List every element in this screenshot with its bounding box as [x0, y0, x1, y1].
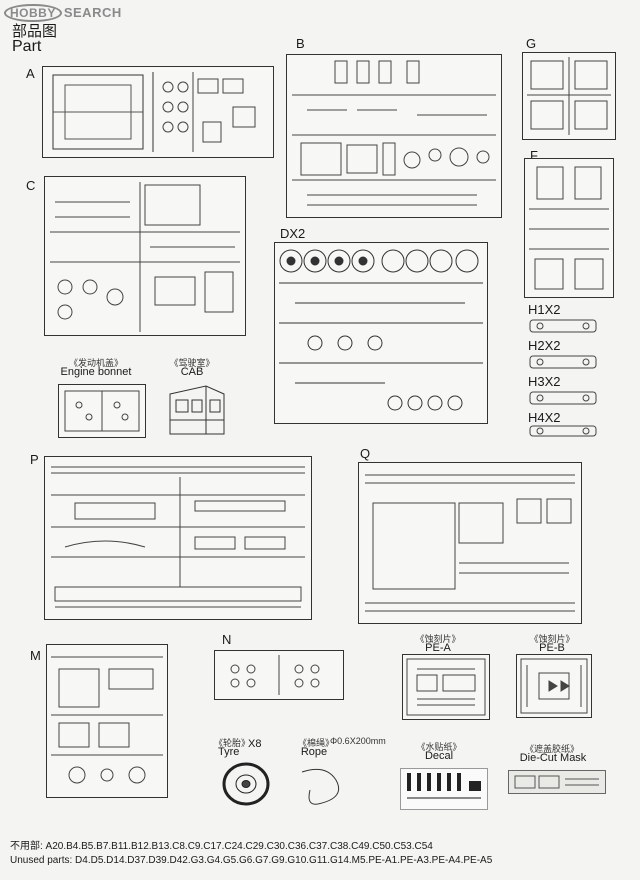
- sprue-label-a: A: [26, 66, 35, 81]
- sprue-label-q: Q: [360, 446, 371, 461]
- sprue-label-n: N: [222, 632, 232, 647]
- part-label-h2: H2X2: [528, 338, 561, 353]
- decal-en: Decal: [424, 750, 454, 762]
- sprue-q-parts: [365, 474, 575, 612]
- tyre-qty: X8: [248, 738, 262, 750]
- part-label-h1: H1X2: [528, 302, 561, 317]
- h-parts-drawings: [529, 319, 597, 437]
- rope-drawing: [301, 768, 340, 805]
- cab-cn: 《驾驶室》: [169, 358, 215, 368]
- mask-sheet: [508, 770, 606, 794]
- pe-a-cn: 《蚀刻片》: [415, 634, 461, 644]
- sprue-d-parts: [279, 249, 483, 411]
- pe-a-fret: [402, 654, 490, 720]
- sprue-label-c: C: [26, 178, 36, 193]
- sprue-label-g: G: [526, 36, 537, 51]
- engine-bonnet-en: Engine bonnet: [60, 366, 132, 378]
- sprue-p: [44, 456, 312, 620]
- sprue-f: [524, 158, 614, 298]
- rope-en: Rope: [300, 746, 328, 758]
- sprue-g-parts: [527, 57, 611, 135]
- sprue-g: [522, 52, 616, 140]
- sprue-label-b: B: [296, 36, 305, 51]
- part-label-h4: H4X2: [528, 410, 561, 425]
- tyre-drawing: [222, 762, 270, 806]
- tyre-cn: 《轮胎》: [213, 738, 250, 748]
- pe-b-drawing: [520, 658, 588, 714]
- pe-b-cn: 《蚀刻片》: [529, 634, 575, 644]
- page-title-en: Part: [12, 38, 42, 55]
- rope-spec: Φ0.6X200mm: [330, 736, 386, 746]
- mask-drawing: [514, 775, 599, 789]
- engine-bonnet-cn: 《发动机盖》: [68, 358, 123, 368]
- pe-b-fret: [516, 654, 592, 718]
- sprue-q: [358, 462, 582, 624]
- pe-a-drawing: [406, 658, 486, 716]
- decal-sheet: [400, 768, 488, 810]
- sprue-f-parts: [529, 166, 609, 290]
- sprue-label-p: P: [30, 452, 39, 467]
- sprue-label-f: F: [530, 148, 538, 163]
- mask-en: Die-Cut Mask: [519, 752, 587, 764]
- page-title-cn: 部品图: [12, 23, 58, 40]
- decal-cn: 《水贴纸》: [416, 742, 462, 752]
- pe-b-en: PE-B: [539, 642, 565, 654]
- sprue-m: [46, 644, 168, 798]
- sprue-a-parts: [52, 72, 256, 152]
- mask-cn: 《遮盖胶纸》: [524, 744, 579, 754]
- cab-en: CAB: [180, 366, 204, 378]
- engine-bonnet-part: [58, 384, 146, 438]
- sprue-d: [274, 242, 488, 424]
- sprue-label-m: M: [30, 648, 41, 663]
- tyre-en: Tyre: [218, 746, 240, 758]
- sprue-m-parts: [51, 656, 163, 784]
- sprue-n: [214, 650, 344, 700]
- sprue-label-dx2: DX2: [280, 226, 306, 241]
- sprue-b: [286, 54, 502, 218]
- unused-parts-cn: 不用部: A20.B4.B5.B7.B11.B12.B13.C8.C9.C17.…: [10, 841, 433, 852]
- watermark-text: SEARCH: [63, 5, 122, 20]
- part-label-h3: H3X2: [528, 374, 561, 389]
- watermark-logo: HOBBY: [4, 4, 62, 22]
- sprue-b-parts: [292, 60, 496, 206]
- sprue-c-parts: [50, 182, 240, 332]
- sprue-n-parts: [230, 655, 320, 695]
- unused-parts-en: Unused parts: D4.D5.D14.D37.D39.D42.G3.G…: [10, 855, 493, 866]
- sprue-c: [44, 176, 246, 336]
- pe-a-en: PE-A: [425, 642, 451, 654]
- sprue-p-parts: [51, 466, 305, 608]
- rope-cn: 《棉绳》: [297, 738, 334, 748]
- sprue-a: [42, 66, 274, 158]
- engine-bonnet-drawing: [64, 390, 140, 432]
- decal-drawing: [407, 773, 481, 799]
- cab-drawing: [169, 385, 225, 435]
